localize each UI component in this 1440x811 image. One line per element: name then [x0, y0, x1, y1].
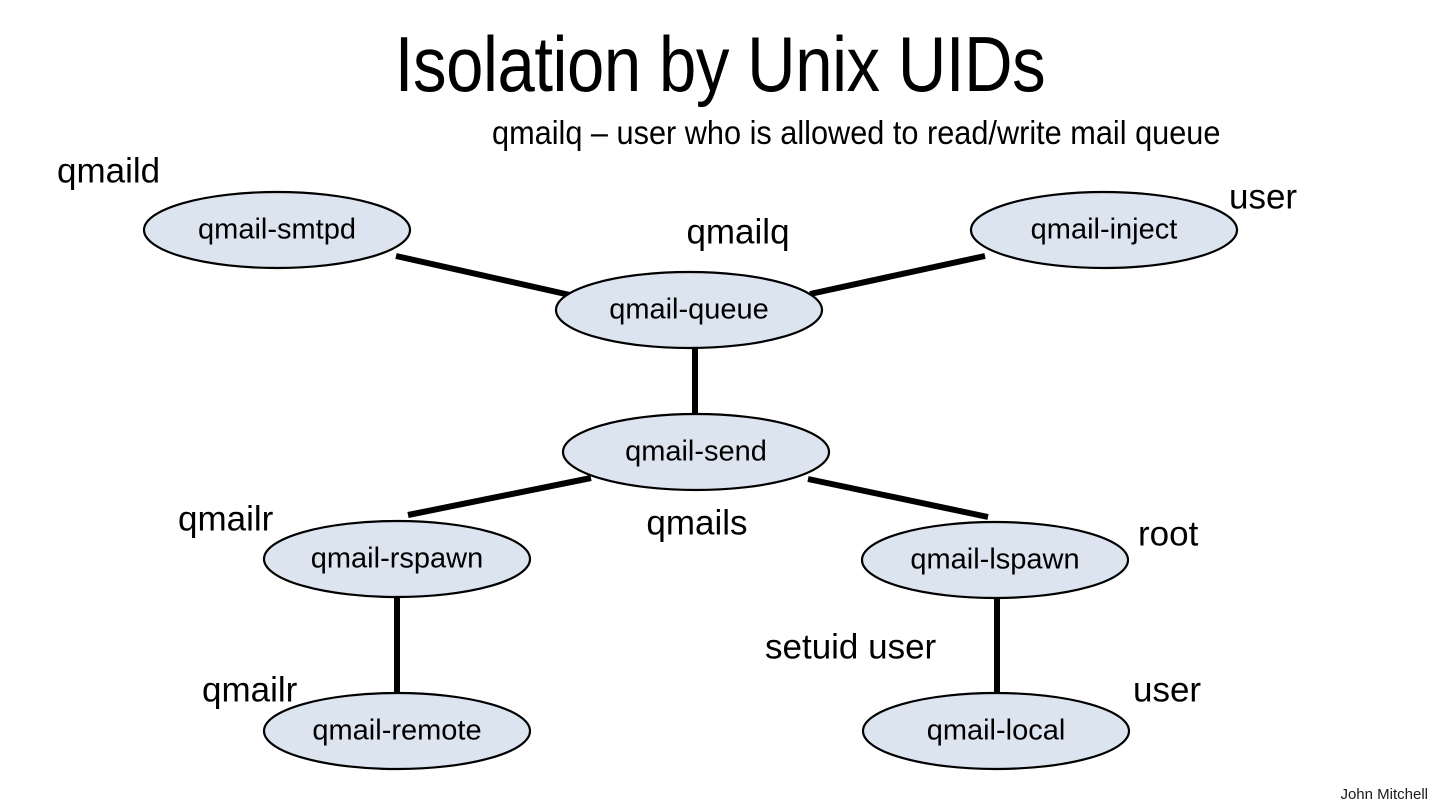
uid-user-local: user: [1133, 670, 1201, 709]
edge-qmail-smtpd-to-qmail-queue: [395, 253, 571, 298]
node-label-qmail-remote: qmail-remote: [312, 715, 481, 747]
node-label-qmail-lspawn: qmail-lspawn: [910, 544, 1079, 576]
uid-qmailr-bot: qmailr: [202, 670, 298, 709]
node-shape-qmail-remote: [262, 691, 532, 771]
edge-qmail-send-to-qmail-rspawn: [407, 475, 592, 518]
node-qmail-local[interactable]: qmail-local: [861, 691, 1131, 771]
uid-qmailr-top: qmailr: [178, 499, 274, 538]
node-shape-qmail-inject: [969, 190, 1239, 270]
node-label-qmail-inject: qmail-inject: [1031, 214, 1178, 246]
uid-setuid-user: setuid user: [765, 627, 937, 666]
node-qmail-inject[interactable]: qmail-inject: [969, 190, 1239, 270]
node-shape-qmail-smtpd: [142, 190, 412, 270]
uid-qmaild: qmaild: [57, 151, 160, 190]
edge-qmail-inject-to-qmail-queue: [809, 253, 986, 297]
node-label-qmail-local: qmail-local: [927, 715, 1066, 747]
node-label-qmail-queue: qmail-queue: [609, 294, 769, 326]
node-shape-qmail-rspawn: [262, 519, 532, 599]
node-qmail-send[interactable]: qmail-send: [561, 412, 831, 492]
node-label-qmail-send: qmail-send: [625, 436, 767, 468]
node-qmail-lspawn[interactable]: qmail-lspawn: [860, 520, 1130, 600]
edge-qmail-send-to-qmail-lspawn: [807, 476, 989, 520]
node-shape-qmail-queue: [554, 270, 824, 350]
page-title: Isolation by Unix UIDs: [394, 20, 1046, 108]
node-qmail-remote[interactable]: qmail-remote: [262, 691, 532, 771]
slide-subtitle: qmailq – user who is allowed to read/wri…: [492, 114, 1221, 151]
node-qmail-rspawn[interactable]: qmail-rspawn: [262, 519, 532, 599]
node-label-qmail-smtpd: qmail-smtpd: [198, 214, 356, 246]
uid-root: root: [1138, 514, 1199, 553]
uid-qmailq: qmailq: [686, 212, 789, 251]
node-shape-qmail-lspawn: [860, 520, 1130, 600]
node-label-qmail-rspawn: qmail-rspawn: [311, 543, 483, 575]
node-shape-qmail-send: [561, 412, 831, 492]
uid-user-inject: user: [1229, 177, 1297, 216]
edge-layer: [394, 253, 1000, 695]
node-shape-qmail-local: [861, 691, 1131, 771]
node-qmail-queue[interactable]: qmail-queue: [554, 270, 824, 350]
node-qmail-smtpd[interactable]: qmail-smtpd: [142, 190, 412, 270]
uid-qmails: qmails: [646, 503, 747, 542]
author-credit: John Mitchell: [1340, 786, 1428, 803]
node-layer: qmail-smtpd qmail-inject qmail-queue qmail-…: [142, 190, 1239, 771]
uid-label-layer: qmaild qmailq user qmailr qmails root qmailr se…: [57, 151, 1297, 709]
